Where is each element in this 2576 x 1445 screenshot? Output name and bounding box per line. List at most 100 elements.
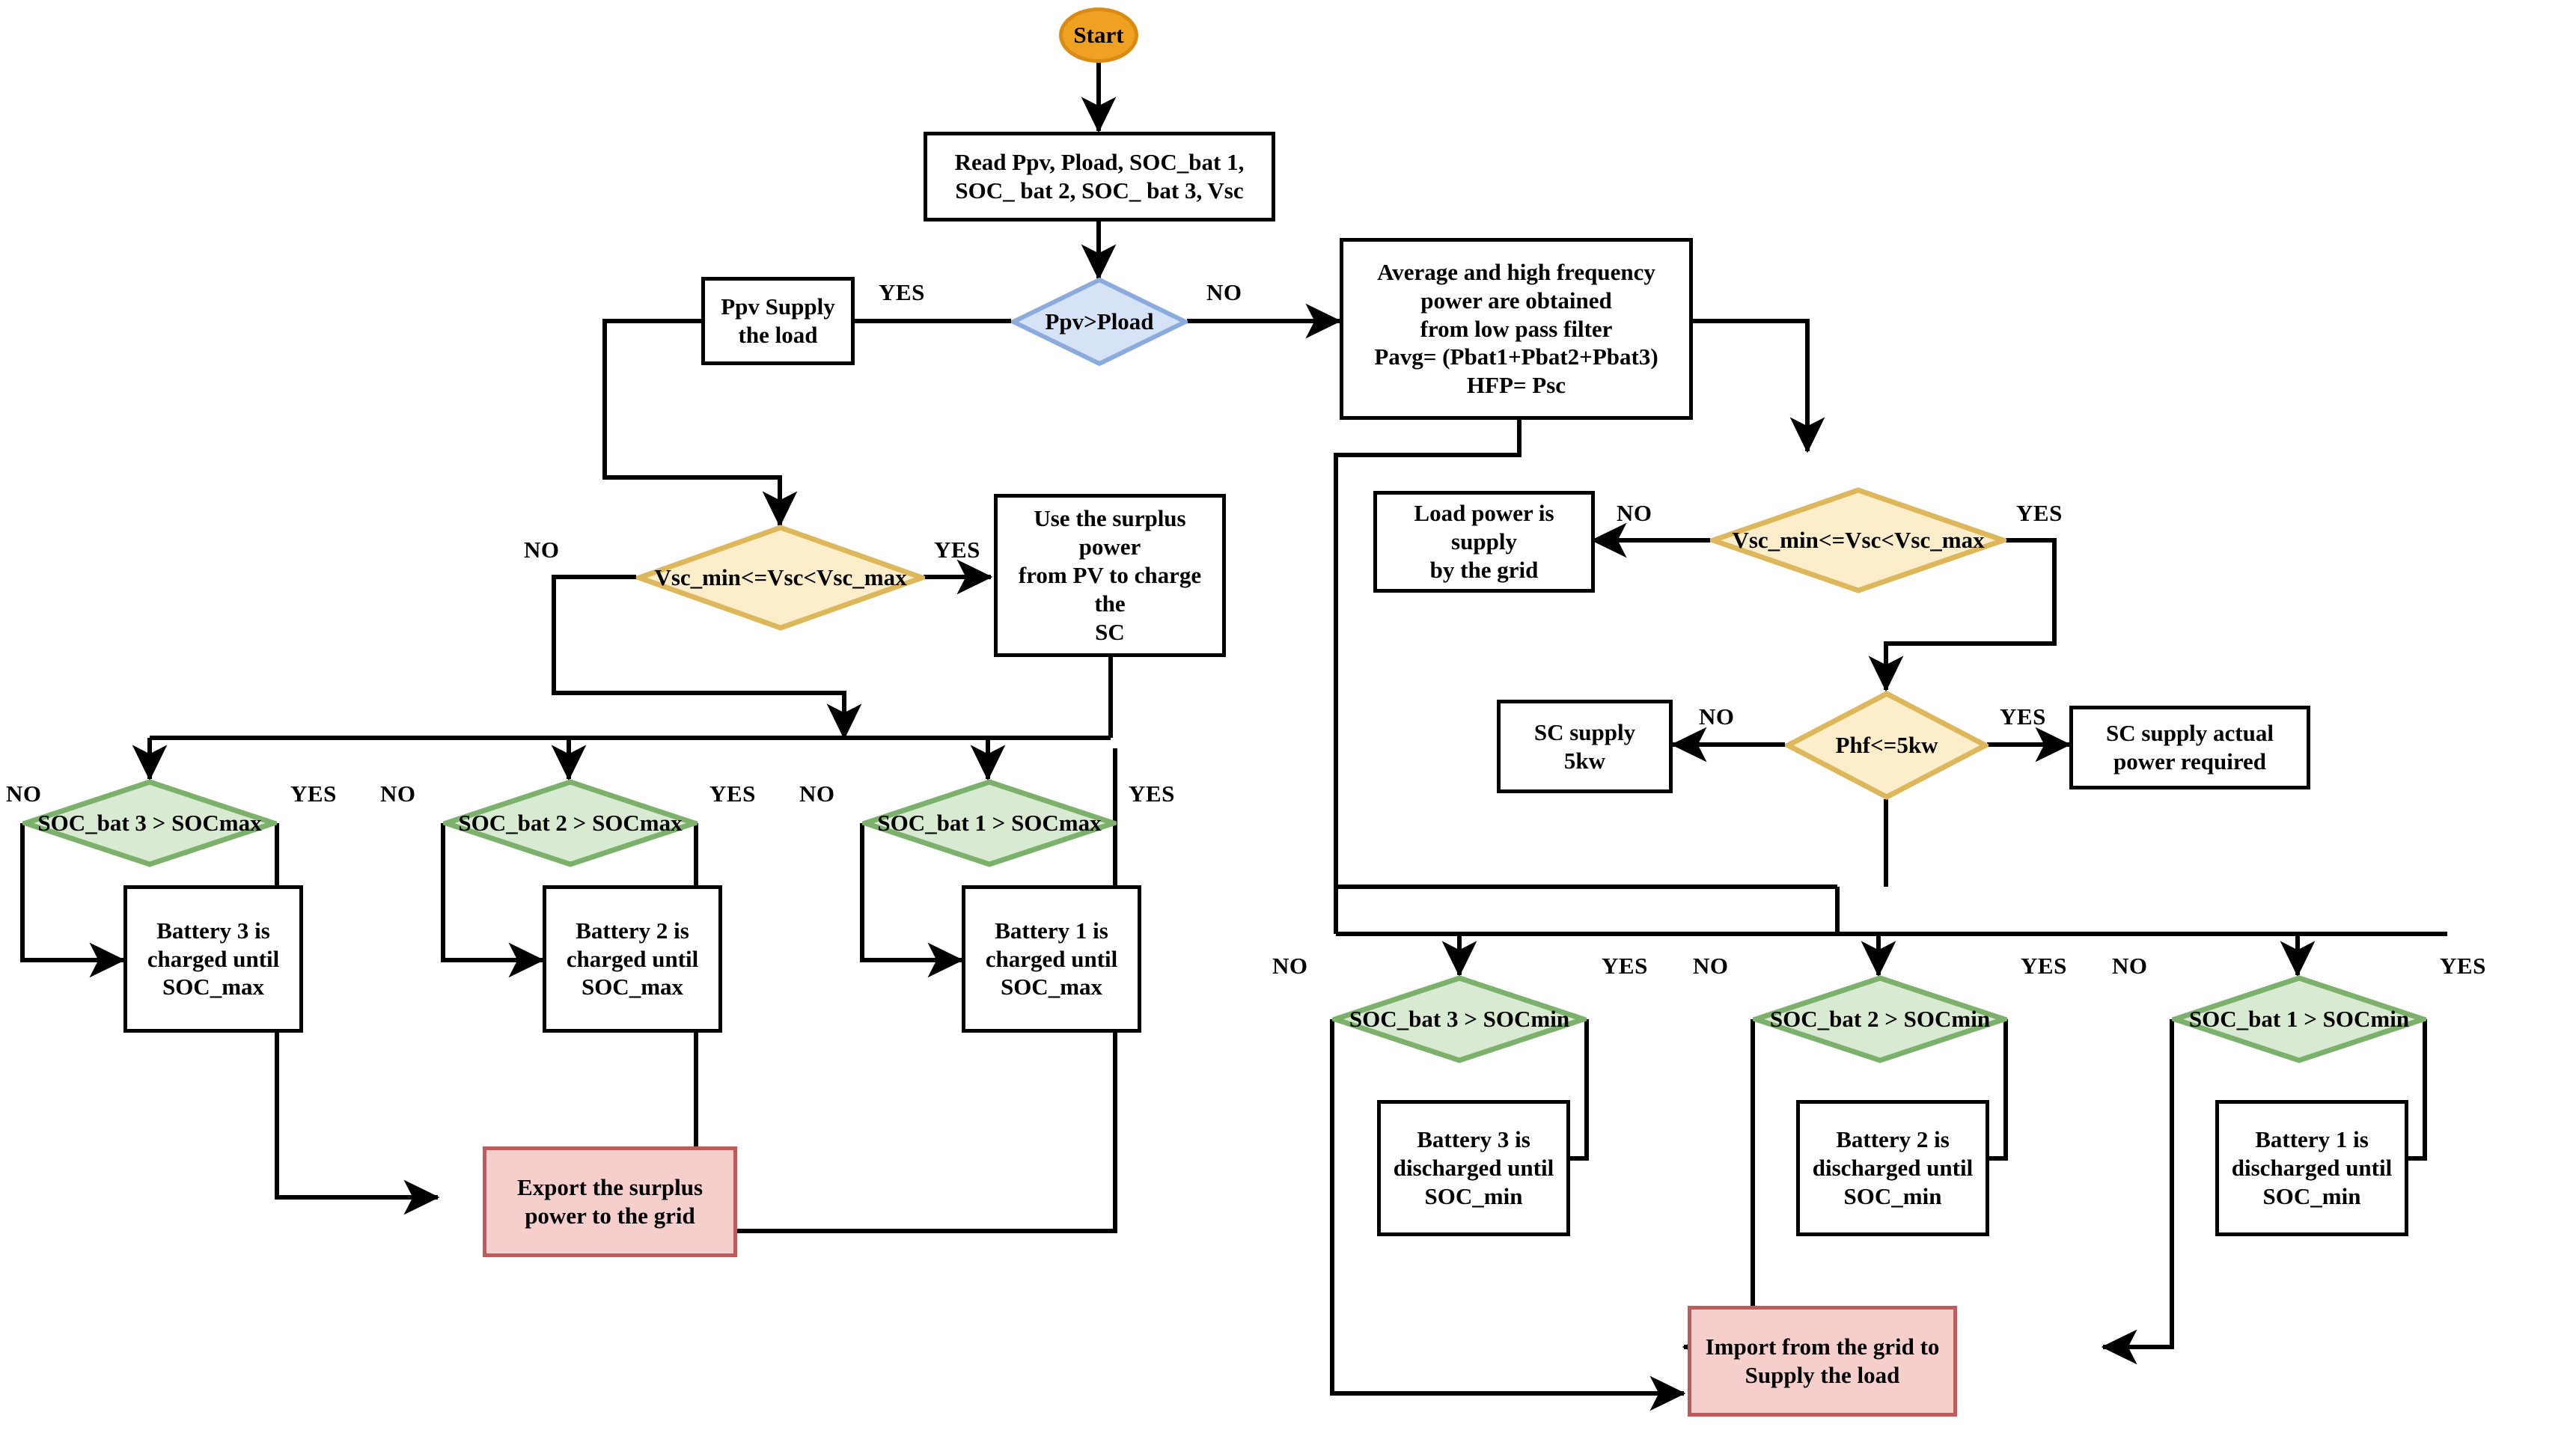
- node-sc-supply-5kw-line1: SC supply: [1533, 718, 1636, 745]
- node-avg-high-freq[interactable]: Average and high frequency power are obt…: [1340, 238, 1693, 420]
- diamond-shape: [1753, 975, 2007, 1063]
- node-vsc-range-left-label: Vsc_min<=Vsc<Vsc_max: [654, 564, 907, 591]
- edge-label-soc3max-yes: YES: [290, 780, 337, 807]
- node-ppv-supply-load-line2: the load: [738, 322, 818, 348]
- node-bat1-discharge[interactable]: Battery 1 is discharged until SOC_min: [2215, 1100, 2408, 1236]
- edge-label-vscR-no: NO: [1617, 500, 1652, 526]
- edge-label-soc1min-yes: YES: [2440, 953, 2486, 979]
- node-use-surplus-sc-line1: Use the surplus power: [1034, 505, 1186, 560]
- edge-label-vscL-yes: YES: [934, 537, 980, 563]
- edge-label-soc1max-yes: YES: [1129, 780, 1175, 807]
- node-bat1-discharge-line3: SOC_min: [2262, 1182, 2361, 1209]
- node-vsc-range-right[interactable]: Vsc_min<=Vsc<Vsc_max: [1710, 487, 2006, 593]
- diamond-shape: [2172, 975, 2426, 1063]
- node-read-inputs-line2: SOC_ bat 2, SOC_ bat 3, Vsc: [955, 177, 1244, 204]
- node-soc3-gt-max-label: SOC_bat 3 > SOCmax: [37, 810, 262, 837]
- node-bat3-charge-line3: SOC_max: [162, 974, 265, 1000]
- node-bat2-discharge-line3: SOC_min: [1843, 1182, 1942, 1209]
- node-soc2-gt-min[interactable]: SOC_bat 2 > SOCmin: [1753, 975, 2007, 1063]
- node-bat2-discharge-line1: Battery 2 is: [1836, 1126, 1950, 1153]
- node-soc2-gt-max[interactable]: SOC_bat 2 > SOCmax: [443, 779, 698, 867]
- edge-label-vscL-no: NO: [524, 537, 560, 563]
- node-bat1-discharge-line1: Battery 1 is: [2255, 1126, 2369, 1153]
- node-bat3-discharge-line2: discharged until: [1393, 1155, 1554, 1182]
- edge-label-ppv-no: NO: [1206, 279, 1242, 305]
- edge-label-soc2max-no: NO: [380, 780, 416, 807]
- edge-label-soc2min-yes: YES: [2021, 953, 2067, 979]
- node-bat2-discharge-line2: discharged until: [1812, 1155, 1974, 1182]
- node-bat2-charge-line1: Battery 2 is: [576, 917, 689, 944]
- node-import-grid-line1: Import from the grid to: [1705, 1334, 1940, 1360]
- node-bat3-charge-line1: Battery 3 is: [156, 917, 270, 944]
- node-vsc-range-left[interactable]: Vsc_min<=Vsc<Vsc_max: [636, 525, 925, 631]
- node-bat3-discharge[interactable]: Battery 3 is discharged until SOC_min: [1377, 1100, 1570, 1236]
- node-bat1-charge-line2: charged until: [985, 945, 1118, 972]
- edge-label-soc1max-no: NO: [799, 780, 835, 807]
- node-vsc-range-right-label: Vsc_min<=Vsc<Vsc_max: [1732, 527, 1985, 554]
- node-load-by-grid-line2: by the grid: [1429, 556, 1539, 583]
- edge-label-phf-no: NO: [1699, 703, 1735, 730]
- node-use-surplus-sc-line2: from PV to charge the: [1018, 562, 1202, 617]
- node-export-surplus[interactable]: Export the surplus power to the grid: [483, 1146, 737, 1257]
- diamond-shape: [1011, 278, 1188, 366]
- node-ppv-supply-load-line1: Ppv Supply: [721, 293, 835, 320]
- node-use-surplus-sc[interactable]: Use the surplus power from PV to charge …: [994, 494, 1226, 657]
- node-sc-supply-5kw[interactable]: SC supply 5kw: [1497, 700, 1673, 793]
- edge-label-soc2max-yes: YES: [709, 780, 756, 807]
- node-soc2-gt-max-label: SOC_bat 2 > SOCmax: [458, 810, 683, 837]
- node-import-grid[interactable]: Import from the grid to Supply the load: [1688, 1306, 1957, 1417]
- edge-label-ppv-yes: YES: [879, 279, 925, 305]
- node-bat1-discharge-line2: discharged until: [2231, 1155, 2393, 1182]
- node-import-grid-line2: Supply the load: [1745, 1362, 1900, 1388]
- node-ppv-supply-load[interactable]: Ppv Supply the load: [701, 277, 855, 365]
- node-load-by-grid[interactable]: Load power is supply by the grid: [1373, 491, 1595, 593]
- node-bat1-charge-line1: Battery 1 is: [995, 917, 1108, 944]
- node-soc2-gt-min-label: SOC_bat 2 > SOCmin: [1769, 1006, 1991, 1033]
- edge-label-soc3min-no: NO: [1272, 953, 1308, 979]
- node-phf-le-5kw[interactable]: Phf<=5kw: [1785, 691, 1989, 800]
- node-use-surplus-sc-line3: SC: [1095, 618, 1125, 645]
- edge-label-soc1min-no: NO: [2112, 953, 2148, 979]
- node-start-label: Start: [1073, 22, 1124, 49]
- node-soc1-gt-min-label: SOC_bat 1 > SOCmin: [2188, 1006, 2410, 1033]
- node-export-surplus-line1: Export the surplus: [516, 1174, 703, 1201]
- node-bat2-charge-line3: SOC_max: [581, 974, 684, 1000]
- node-bat1-charge-line3: SOC_max: [1000, 974, 1103, 1000]
- node-soc3-gt-min-label: SOC_bat 3 > SOCmin: [1349, 1006, 1570, 1033]
- node-avg-high-freq-line5: HFP= Psc: [1466, 372, 1566, 399]
- node-phf-le-5kw-label: Phf<=5kw: [1835, 732, 1938, 759]
- node-bat2-discharge[interactable]: Battery 2 is discharged until SOC_min: [1796, 1100, 1989, 1236]
- node-ppv-gt-pload[interactable]: Ppv>Pload: [1011, 278, 1188, 366]
- node-bat2-charge[interactable]: Battery 2 is charged until SOC_max: [543, 885, 722, 1033]
- node-soc1-gt-min[interactable]: SOC_bat 1 > SOCmin: [2172, 975, 2426, 1063]
- node-export-surplus-line2: power to the grid: [525, 1203, 695, 1229]
- node-soc1-gt-max[interactable]: SOC_bat 1 > SOCmax: [862, 779, 1117, 867]
- node-load-by-grid-line1: Load power is supply: [1414, 500, 1554, 555]
- node-bat2-charge-line2: charged until: [566, 945, 699, 972]
- node-avg-high-freq-line3: from low pass filter: [1420, 315, 1613, 342]
- node-soc3-gt-min[interactable]: SOC_bat 3 > SOCmin: [1332, 975, 1587, 1063]
- node-read-inputs-line1: Read Ppv, Pload, SOC_bat 1,: [954, 149, 1245, 176]
- node-bat1-charge[interactable]: Battery 1 is charged until SOC_max: [962, 885, 1141, 1033]
- node-avg-high-freq-line4: Pavg= (Pbat1+Pbat2+Pbat3): [1374, 343, 1658, 370]
- node-start[interactable]: Start: [1059, 7, 1138, 63]
- node-bat3-discharge-line3: SOC_min: [1424, 1182, 1523, 1209]
- node-soc1-gt-max-label: SOC_bat 1 > SOCmax: [877, 810, 1102, 837]
- node-soc3-gt-max[interactable]: SOC_bat 3 > SOCmax: [22, 779, 277, 867]
- node-sc-supply-actual-line2: power required: [2113, 748, 2267, 775]
- node-ppv-gt-pload-label: Ppv>Pload: [1045, 308, 1154, 335]
- edge-label-phf-yes: YES: [2000, 703, 2046, 730]
- node-bat3-charge[interactable]: Battery 3 is charged until SOC_max: [123, 885, 303, 1033]
- node-avg-high-freq-line1: Average and high frequency: [1377, 258, 1655, 285]
- node-sc-supply-actual[interactable]: SC supply actual power required: [2069, 706, 2310, 789]
- node-sc-supply-actual-line1: SC supply actual: [2106, 720, 2274, 747]
- node-sc-supply-5kw-line2: 5kw: [1563, 747, 1606, 774]
- edge-label-soc3max-no: NO: [6, 780, 42, 807]
- node-read-inputs[interactable]: Read Ppv, Pload, SOC_bat 1, SOC_ bat 2, …: [924, 132, 1275, 222]
- node-bat3-discharge-line1: Battery 3 is: [1417, 1126, 1530, 1153]
- node-avg-high-freq-line2: power are obtained: [1420, 287, 1612, 314]
- node-bat3-charge-line2: charged until: [147, 945, 280, 972]
- edge-label-soc2min-no: NO: [1693, 953, 1729, 979]
- edge-label-soc3min-yes: YES: [1602, 953, 1648, 979]
